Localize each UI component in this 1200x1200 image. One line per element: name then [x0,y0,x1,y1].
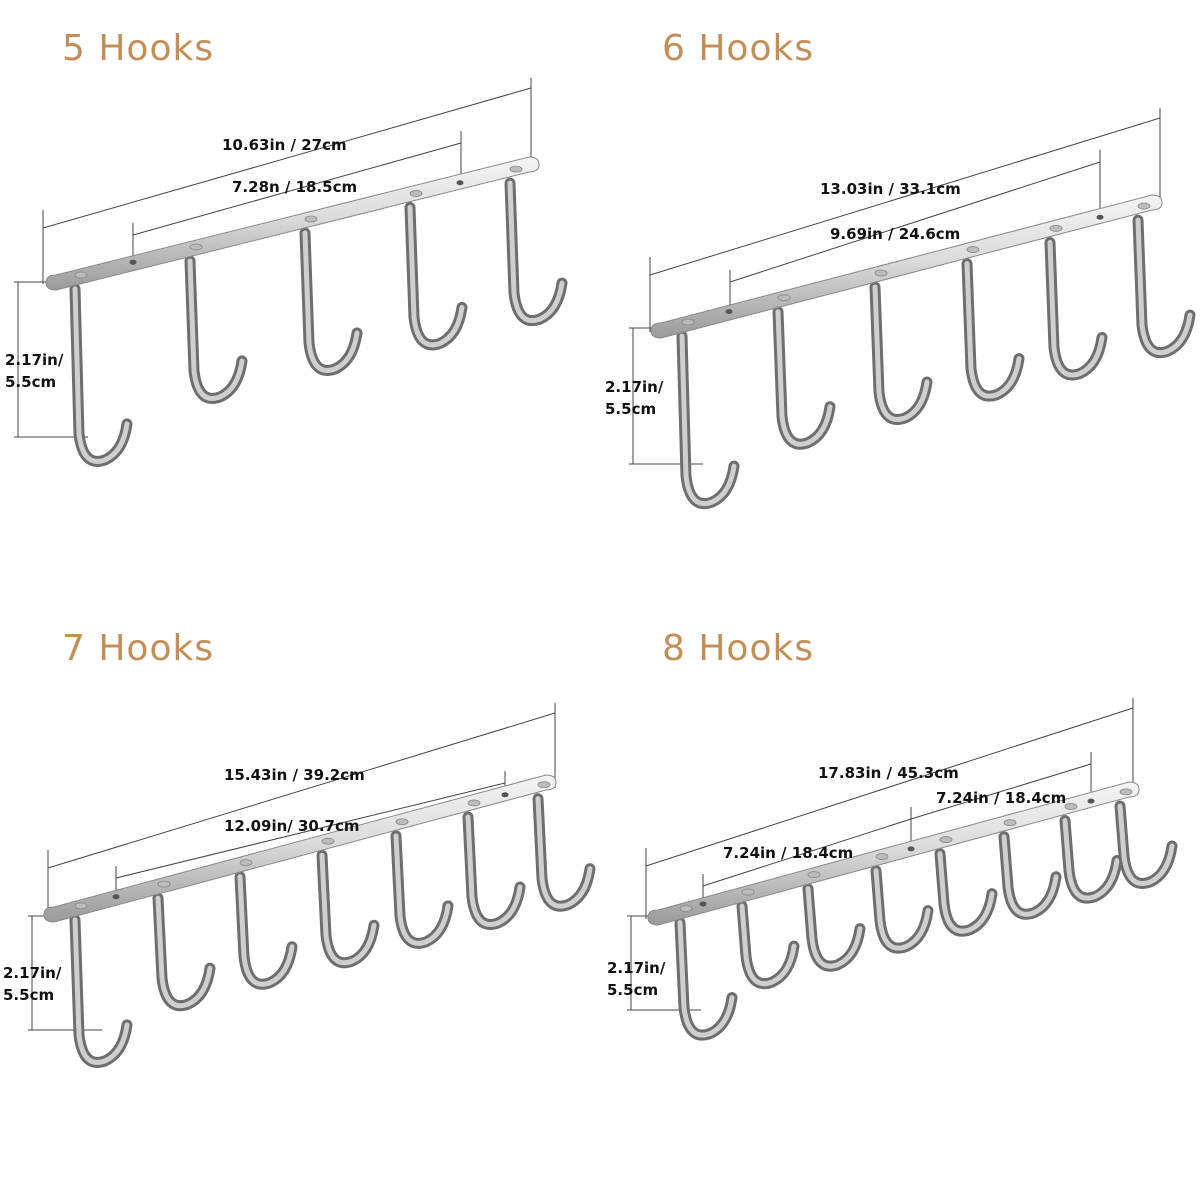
screw-hole [129,259,137,265]
hook-rack-illustration: 10.63in / 27cm 7.28n / 18.5cm 2.17in/5.5cm [5,78,568,467]
hole-spacing-label-2: 7.24in / 18.4cm [723,844,853,862]
rivet [939,836,953,843]
rivet [679,905,693,912]
height-cm-label: 5.5cm [5,373,56,391]
hook [69,914,133,1068]
rivet [321,837,335,845]
hook [869,281,933,425]
rivet [467,799,481,807]
screw-hole [1087,798,1095,804]
rivet [509,165,523,173]
hole-spacing-label: 7.24in / 18.4cm [936,789,1066,807]
panel-title: 8 Hooks [662,628,815,669]
rivet [777,294,791,302]
panel-7-hooks: 7 Hooks 15.43in / 39.2cm 12.09in/ 30.7cm 2… [0,600,600,1200]
rivet [537,781,551,788]
rivet [875,853,889,860]
hole-spacing-label: 12.09in/ 30.7cm [224,817,360,835]
hook [504,177,568,326]
hook-rack-illustration: 15.43in / 39.2cm 12.09in/ 30.7cm 2.17in/5.… [3,703,596,1068]
height-inches-label: 2.17in/ [3,964,62,982]
mounting-bar [650,194,1163,339]
height-cm-label: 5.5cm [607,981,658,999]
panel-title: 6 Hooks [662,28,815,69]
rivet [874,269,888,277]
hook-rack-illustration: 13.03in / 33.1cm 9.69in / 24.6cm 2.17in/5.… [605,108,1196,510]
rivet [239,859,253,867]
height-dimension [629,327,703,465]
hook [184,255,248,404]
hook [69,283,133,467]
panel-5-hooks: 5 Hooks 10.63in / 27cm 7.28n / 18.5cm 2.17… [0,0,600,600]
screw-hole [725,309,733,315]
panel-6-hooks: 6 Hooks 13.03in / 33.1cm 9.69in / 24.6cm 2… [600,0,1200,600]
overall-length-dimension [47,703,556,916]
rivet [807,871,821,878]
rivet [966,246,980,253]
hook [1044,236,1108,381]
hook [772,306,836,450]
rivet [1049,225,1063,232]
rivet [409,190,423,197]
rivet [395,818,409,826]
rivet [304,215,318,223]
hook [961,258,1025,402]
screw-hole [1096,214,1104,220]
rivet [74,271,88,279]
height-inches-label: 2.17in/ [607,959,666,977]
rivet [1003,819,1017,827]
overall-length-dimension [42,78,532,284]
overall-length-dimension [649,108,1161,332]
height-inches-label: 2.17in/ [5,351,64,369]
hook-rack-illustration: 17.83in / 45.3cm 7.24in / 18.4cm 7.24in / … [607,698,1178,1041]
panel-8-hooks: 8 Hooks 17.83in / 45.3cm 7.24in / 18.4cm 7… [600,600,1200,1200]
overall-length-label: 13.03in / 33.1cm [820,180,961,198]
screw-hole [907,846,915,852]
height-cm-label: 5.5cm [3,986,54,1004]
screw-hole [501,792,509,798]
rivet [1119,788,1133,796]
overall-length-label: 15.43in / 39.2cm [224,766,365,784]
hook [676,330,740,510]
panel-title: 5 Hooks [62,28,215,69]
overall-length-label: 10.63in / 27cm [222,136,347,154]
height-inches-label: 2.17in/ [605,378,664,396]
panel-title: 7 Hooks [62,628,215,669]
screw-hole [699,901,707,907]
rivet [681,318,695,326]
mounting-bar [45,156,540,291]
rivet [157,880,171,888]
mounting-bar [43,774,557,923]
overall-length-label: 17.83in / 45.3cm [818,764,959,782]
screw-hole [112,894,120,900]
mounting-bar [647,781,1140,926]
rivet [1137,202,1151,210]
screw-hole [456,180,464,186]
hole-spacing-label: 9.69in / 24.6cm [830,225,960,243]
hole-spacing-label: 7.28n / 18.5cm [232,178,357,196]
rivet [741,888,755,896]
hook [404,201,468,351]
rivet [189,243,203,251]
rivet [1064,803,1078,810]
hook [299,227,363,376]
overall-length-dimension [645,698,1134,919]
hook [1132,214,1196,358]
rivet [74,902,88,910]
height-cm-label: 5.5cm [605,400,656,418]
